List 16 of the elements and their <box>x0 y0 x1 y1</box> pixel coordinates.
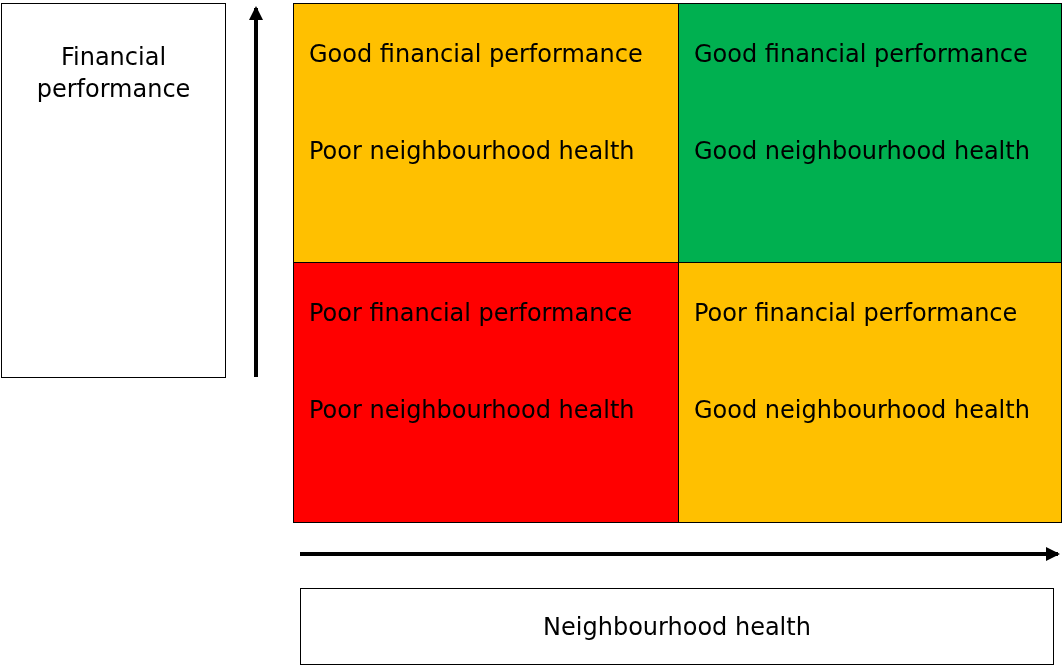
axis-label-box <box>1 3 226 378</box>
cell-text: Neighbourhood health <box>542 611 812 643</box>
cell-text: Good neighbourhood health <box>694 395 1031 426</box>
quadrant <box>678 3 1062 263</box>
cell-text: Financial performance <box>35 41 192 105</box>
quadrant <box>293 3 679 263</box>
axis-label-box <box>300 588 1054 665</box>
cell-text: Poor neighbourhood health <box>309 395 636 426</box>
cell-text: Poor financial performance <box>694 298 1019 329</box>
quadrant <box>678 262 1062 523</box>
cell-text: Good financial performance <box>309 39 644 70</box>
cell-text: Good financial performance <box>694 39 1029 70</box>
cell-text: Poor financial performance <box>309 298 634 329</box>
quadrant <box>293 262 679 523</box>
cell-text: Good neighbourhood health <box>694 136 1031 167</box>
cell-text: Poor neighbourhood health <box>309 136 636 167</box>
